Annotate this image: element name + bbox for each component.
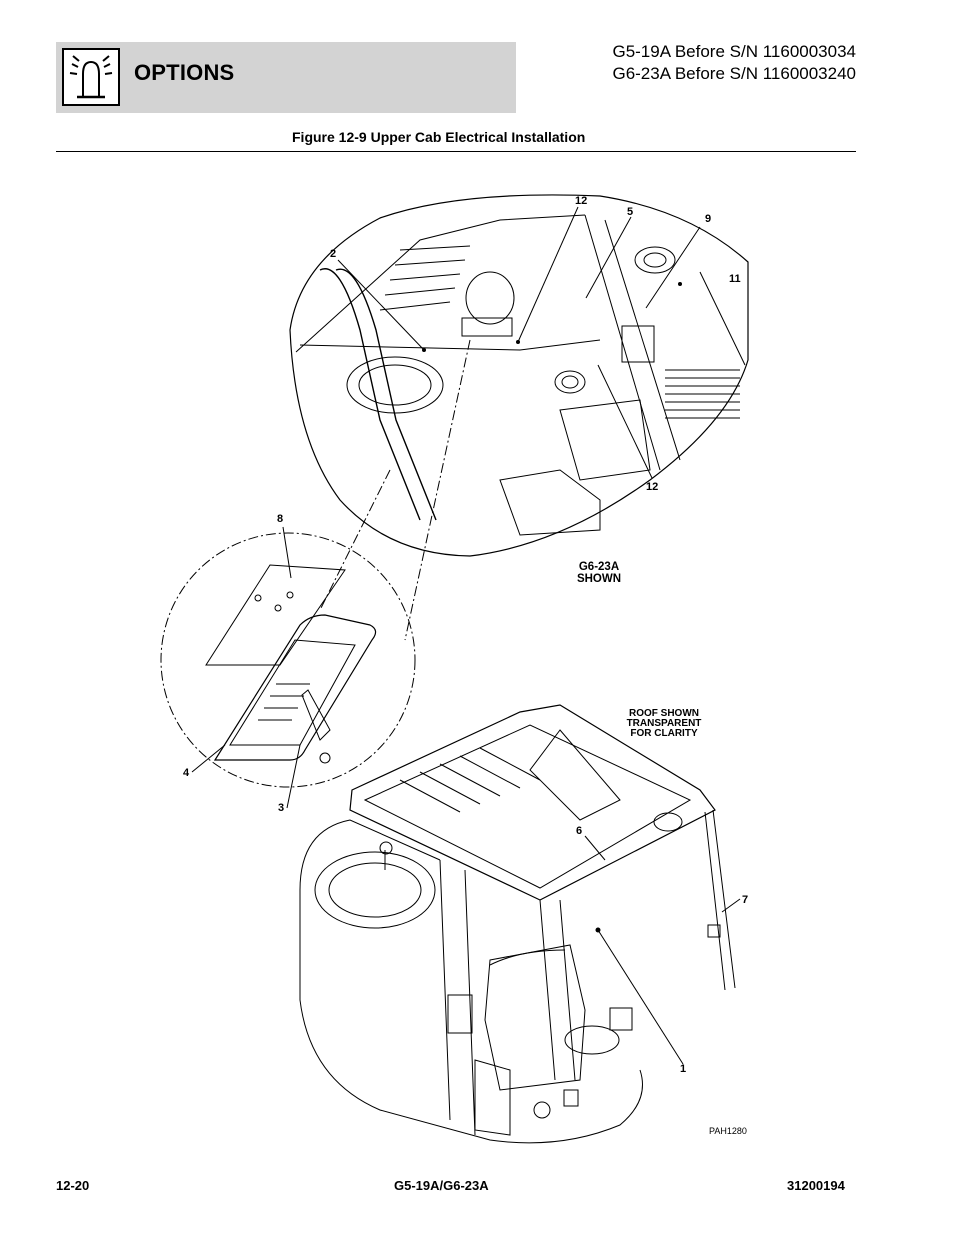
figure-caption: Figure 12-9 Upper Cab Electrical Install…: [292, 129, 586, 145]
callout-2: 2: [330, 248, 337, 260]
lower-cab-overall-view: [299, 704, 736, 1144]
model-shown-line-2: SHOWN: [576, 573, 622, 585]
callout-4: 4: [183, 767, 190, 779]
page-number: 12-20: [56, 1178, 90, 1193]
upper-cab-detail-view: [289, 194, 749, 557]
switch-bracket-detail-view: [160, 532, 416, 788]
document-number: 31200194: [787, 1178, 845, 1193]
roof-transparent-note: ROOF SHOWN TRANSPARENT FOR CLARITY: [612, 709, 716, 739]
drawing-id: PAH1280: [709, 1126, 747, 1136]
roof-note-line-1: ROOF SHOWN: [629, 708, 699, 719]
callout-5: 5: [627, 206, 634, 218]
callout-3: 3: [278, 802, 285, 814]
callout-11: 11: [729, 273, 741, 285]
model-shown-note: G6-23A SHOWN: [566, 561, 632, 585]
model-applicability-line-2: G6-23A Before S/N 1160003240: [612, 64, 856, 83]
model-shown-line-1: G6-23A: [578, 561, 620, 573]
beacon-light-icon: [62, 48, 120, 106]
roof-note-line-2: TRANSPARENT: [626, 718, 702, 729]
callout-12-bottom: 12: [646, 481, 659, 493]
header-band: [56, 42, 516, 113]
callout-7: 7: [742, 894, 749, 906]
model-applicability-line-1: G5-19A Before S/N 1160003034: [612, 42, 856, 61]
roof-note-line-3: FOR CLARITY: [630, 728, 698, 739]
header-rule: [56, 151, 856, 152]
callout-1: 1: [680, 1063, 687, 1075]
callout-9: 9: [705, 213, 712, 225]
section-title: OPTIONS: [134, 60, 235, 85]
callout-8: 8: [277, 513, 284, 525]
footer-model: G5-19A/G6-23A: [394, 1178, 489, 1193]
callout-6: 6: [576, 825, 583, 837]
callout-12-top: 12: [575, 195, 588, 207]
